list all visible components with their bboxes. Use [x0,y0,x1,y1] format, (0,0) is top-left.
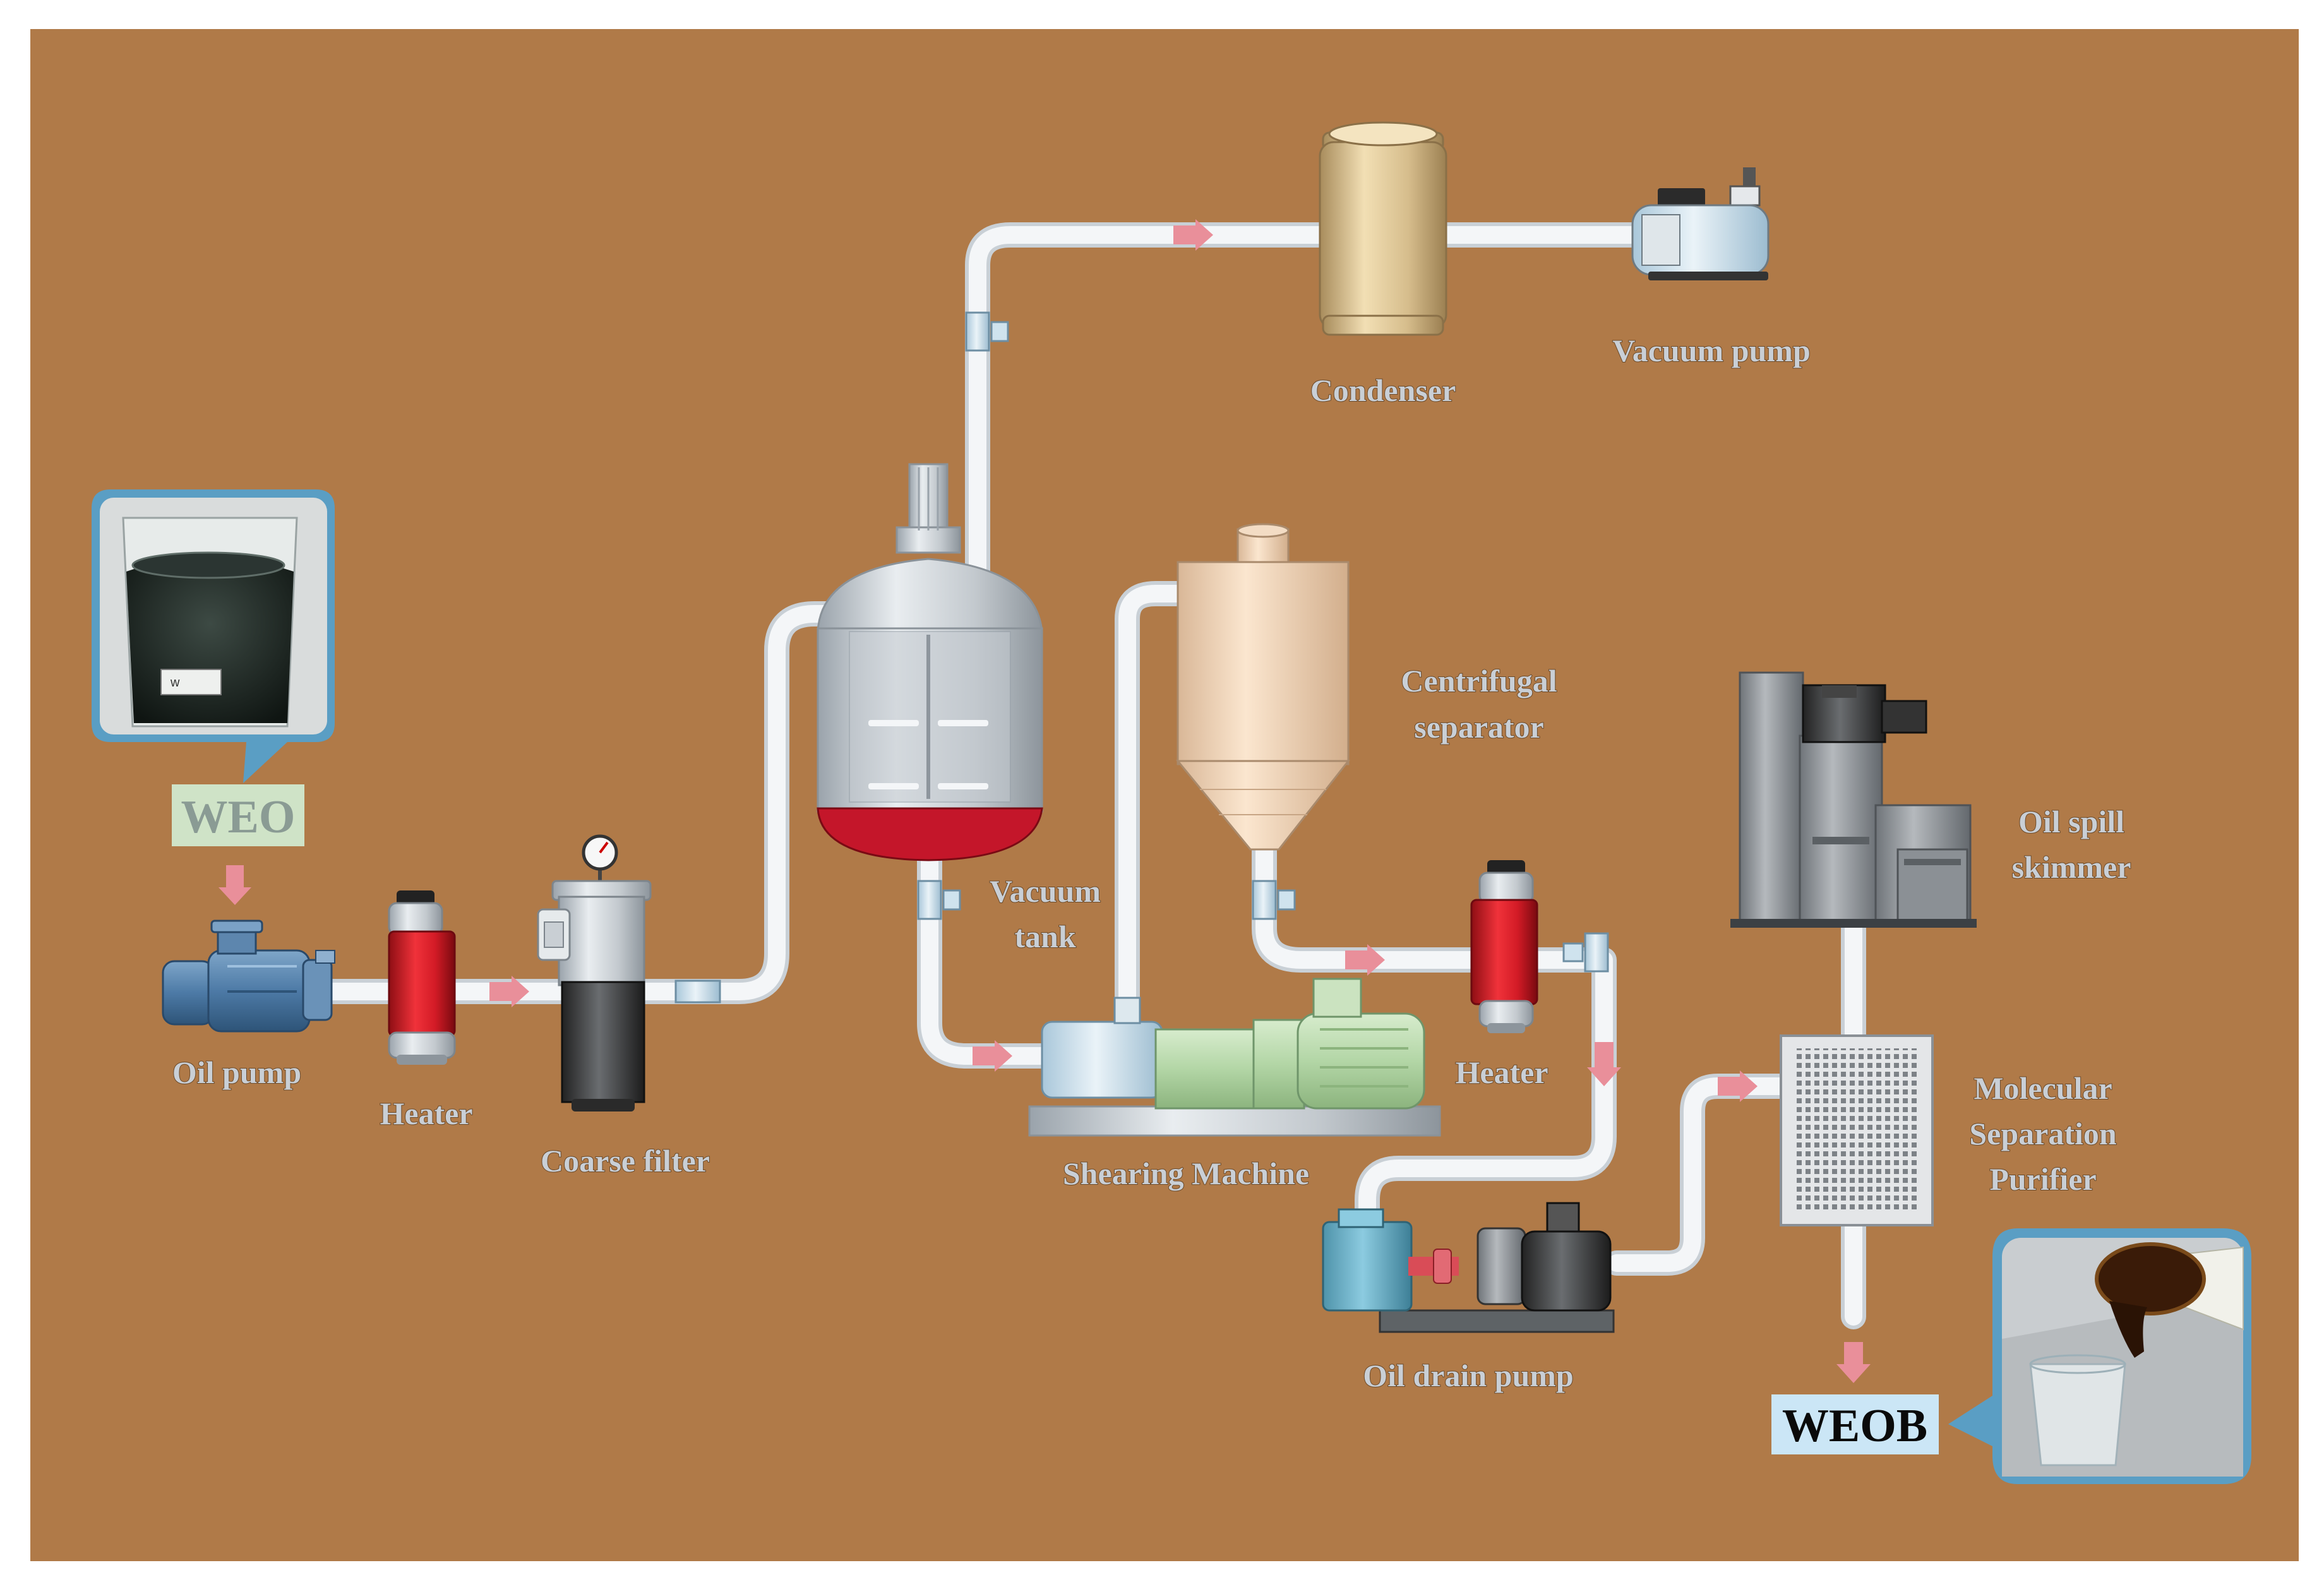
coarse-filter [537,834,652,1112]
arrow-right-icon [1345,944,1385,976]
oil-pump [162,920,335,1033]
label-centrifugal-2: separator [1414,709,1544,745]
pressure-gauge-icon [582,834,618,871]
weob-output-tag: WEOB [1771,1394,1939,1454]
equipment-labels: Oil pump Heater Coarse filter Vacuum tan… [172,332,2132,1394]
label-shearing-machine: Shearing Machine [1063,1156,1309,1191]
svg-text:w: w [170,676,180,690]
label-vacuum-pump: Vacuum pump [1612,333,1811,368]
flow-arrows [219,219,1871,1383]
label-centrifugal-1: Centrifugal [1401,663,1557,698]
label-molecular-3: Purifier [1989,1161,2096,1197]
weo-sample-photo: w [92,489,335,783]
oil-spill-skimmer [1730,671,1977,928]
arrow-right-icon [973,1040,1012,1072]
valve-icon [917,880,961,920]
label-oil-spill-2: skimmer [2012,849,2131,885]
label-vacuum-tank-1: Vacuum [990,873,1101,909]
condenser [1319,121,1447,336]
shearing-machine [1028,978,1441,1137]
arrow-down-icon [1836,1342,1871,1383]
valve-icon [1562,932,1609,973]
diagram-background [30,29,2299,1561]
weob-tag-text: WEOB [1782,1400,1927,1452]
valve-icon [1252,880,1296,920]
weob-sample-photo [1948,1228,2251,1484]
arrow-down-icon [1587,1042,1621,1086]
heater-1 [388,890,456,1065]
arrow-right-icon [489,976,529,1007]
pipe-coupling-icon [674,980,721,1004]
valve-icon [965,311,1009,352]
label-oil-pump: Oil pump [172,1055,301,1090]
vacuum-tank [817,463,1043,861]
oil-drain-pump [1322,1202,1615,1333]
label-vacuum-tank-2: tank [1014,919,1075,954]
label-coarse-filter: Coarse filter [541,1143,710,1178]
label-heater-2: Heater [1455,1055,1548,1090]
weo-input-tag: WEO [172,784,304,846]
label-molecular-1: Molecular [1974,1070,2112,1106]
arrow-right-icon [1718,1070,1758,1102]
piping [316,222,1866,1329]
weo-tag-text: WEO [181,791,296,843]
arrow-right-icon [1173,219,1213,251]
label-oil-spill-1: Oil spill [2018,804,2124,839]
centrifugal-separator [1175,523,1351,851]
label-condenser: Condenser [1310,373,1456,408]
label-heater-1: Heater [380,1096,472,1131]
vacuum-pump [1631,167,1770,280]
molecular-separation-purifier [1780,1034,1934,1226]
arrow-down-icon [219,865,251,905]
pipe-valves [674,311,1609,1004]
label-oil-drain-pump: Oil drain pump [1363,1358,1573,1393]
heater-2 [1470,860,1538,1033]
label-molecular-2: Separation [1969,1116,2117,1151]
